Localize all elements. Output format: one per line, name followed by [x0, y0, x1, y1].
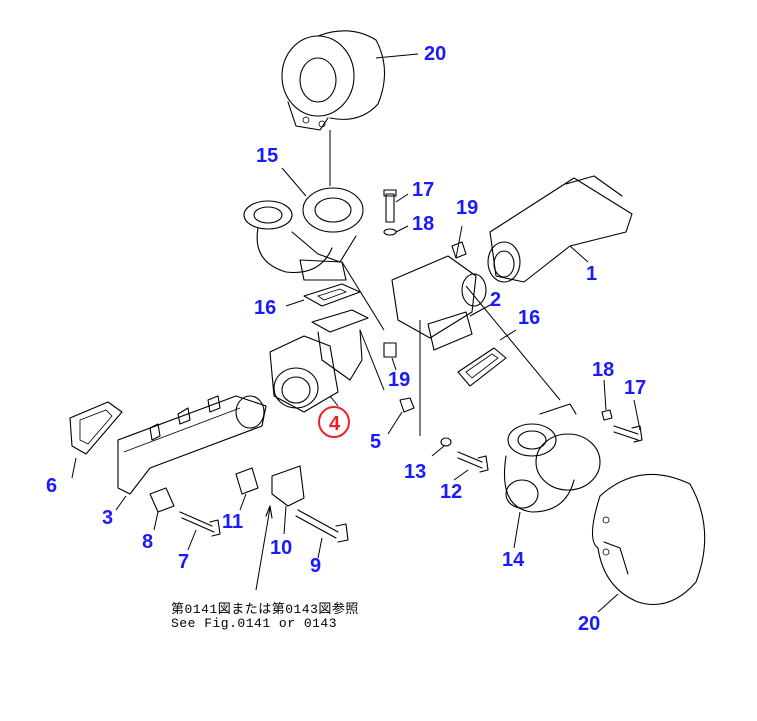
gasket-left: [69, 401, 123, 455]
exhaust-manifold: [117, 395, 267, 495]
callout-18-right: 18: [592, 359, 615, 381]
callout-17-right: 17: [624, 377, 647, 399]
highlight-ring: [318, 406, 350, 438]
bolt-17a: [383, 189, 397, 223]
callout-20-top: 20: [424, 43, 447, 65]
callout-18-top: 18: [412, 213, 435, 235]
gasket-right: [457, 347, 507, 387]
callout-7: 7: [178, 551, 190, 573]
callout-19-mid: 19: [388, 369, 411, 391]
callout-12: 12: [440, 481, 463, 503]
callout-5: 5: [370, 431, 382, 453]
bolt-12: [457, 451, 489, 473]
callout-3: 3: [102, 507, 114, 529]
nut-19a: [383, 342, 397, 358]
callout-20-bottom: 20: [578, 613, 601, 635]
callout-17-top: 17: [412, 179, 435, 201]
note-arrow: [255, 507, 271, 591]
turbocharger-lower: [503, 403, 601, 513]
bolt-7: [179, 511, 221, 537]
nut-5: [399, 397, 415, 413]
washer-18b: [601, 409, 613, 421]
spacer-11: [235, 467, 259, 495]
callout-1: 1: [586, 263, 598, 285]
washer-18a: [383, 228, 397, 236]
callout-16-right: 16: [518, 307, 541, 329]
exhaust-elbow-2: [391, 255, 487, 351]
callout-2: 2: [490, 289, 502, 311]
exhaust-pipe-1: [487, 175, 633, 283]
heat-shield-top: [281, 30, 386, 131]
heat-shield-bottom: [591, 473, 706, 606]
bracket-10: [271, 465, 305, 507]
callout-10: 10: [270, 537, 293, 559]
washer-13: [440, 437, 452, 447]
callout-4: 4: [329, 413, 341, 435]
callout-6: 6: [46, 475, 58, 497]
callout-8: 8: [142, 531, 154, 553]
callout-11: 11: [222, 511, 244, 533]
reference-note-jp: 第0141図または第0143図参照: [171, 602, 359, 617]
callout-15: 15: [256, 145, 279, 167]
turbocharger-upper: [243, 187, 364, 281]
callout-16-left: 16: [254, 297, 277, 319]
callout-9: 9: [310, 555, 322, 577]
gasket-upper: [303, 283, 361, 307]
callout-14: 14: [502, 549, 525, 571]
reference-note-en: See Fig.0141 or 0143: [171, 616, 338, 631]
leader-lines: [71, 53, 641, 613]
callout-13: 13: [404, 461, 427, 483]
spacer-8: [149, 487, 175, 513]
bolt-17b: [613, 425, 643, 443]
bolt-9: [295, 509, 349, 543]
exhaust-elbow: [269, 309, 369, 413]
callout-19-top: 19: [456, 197, 479, 219]
